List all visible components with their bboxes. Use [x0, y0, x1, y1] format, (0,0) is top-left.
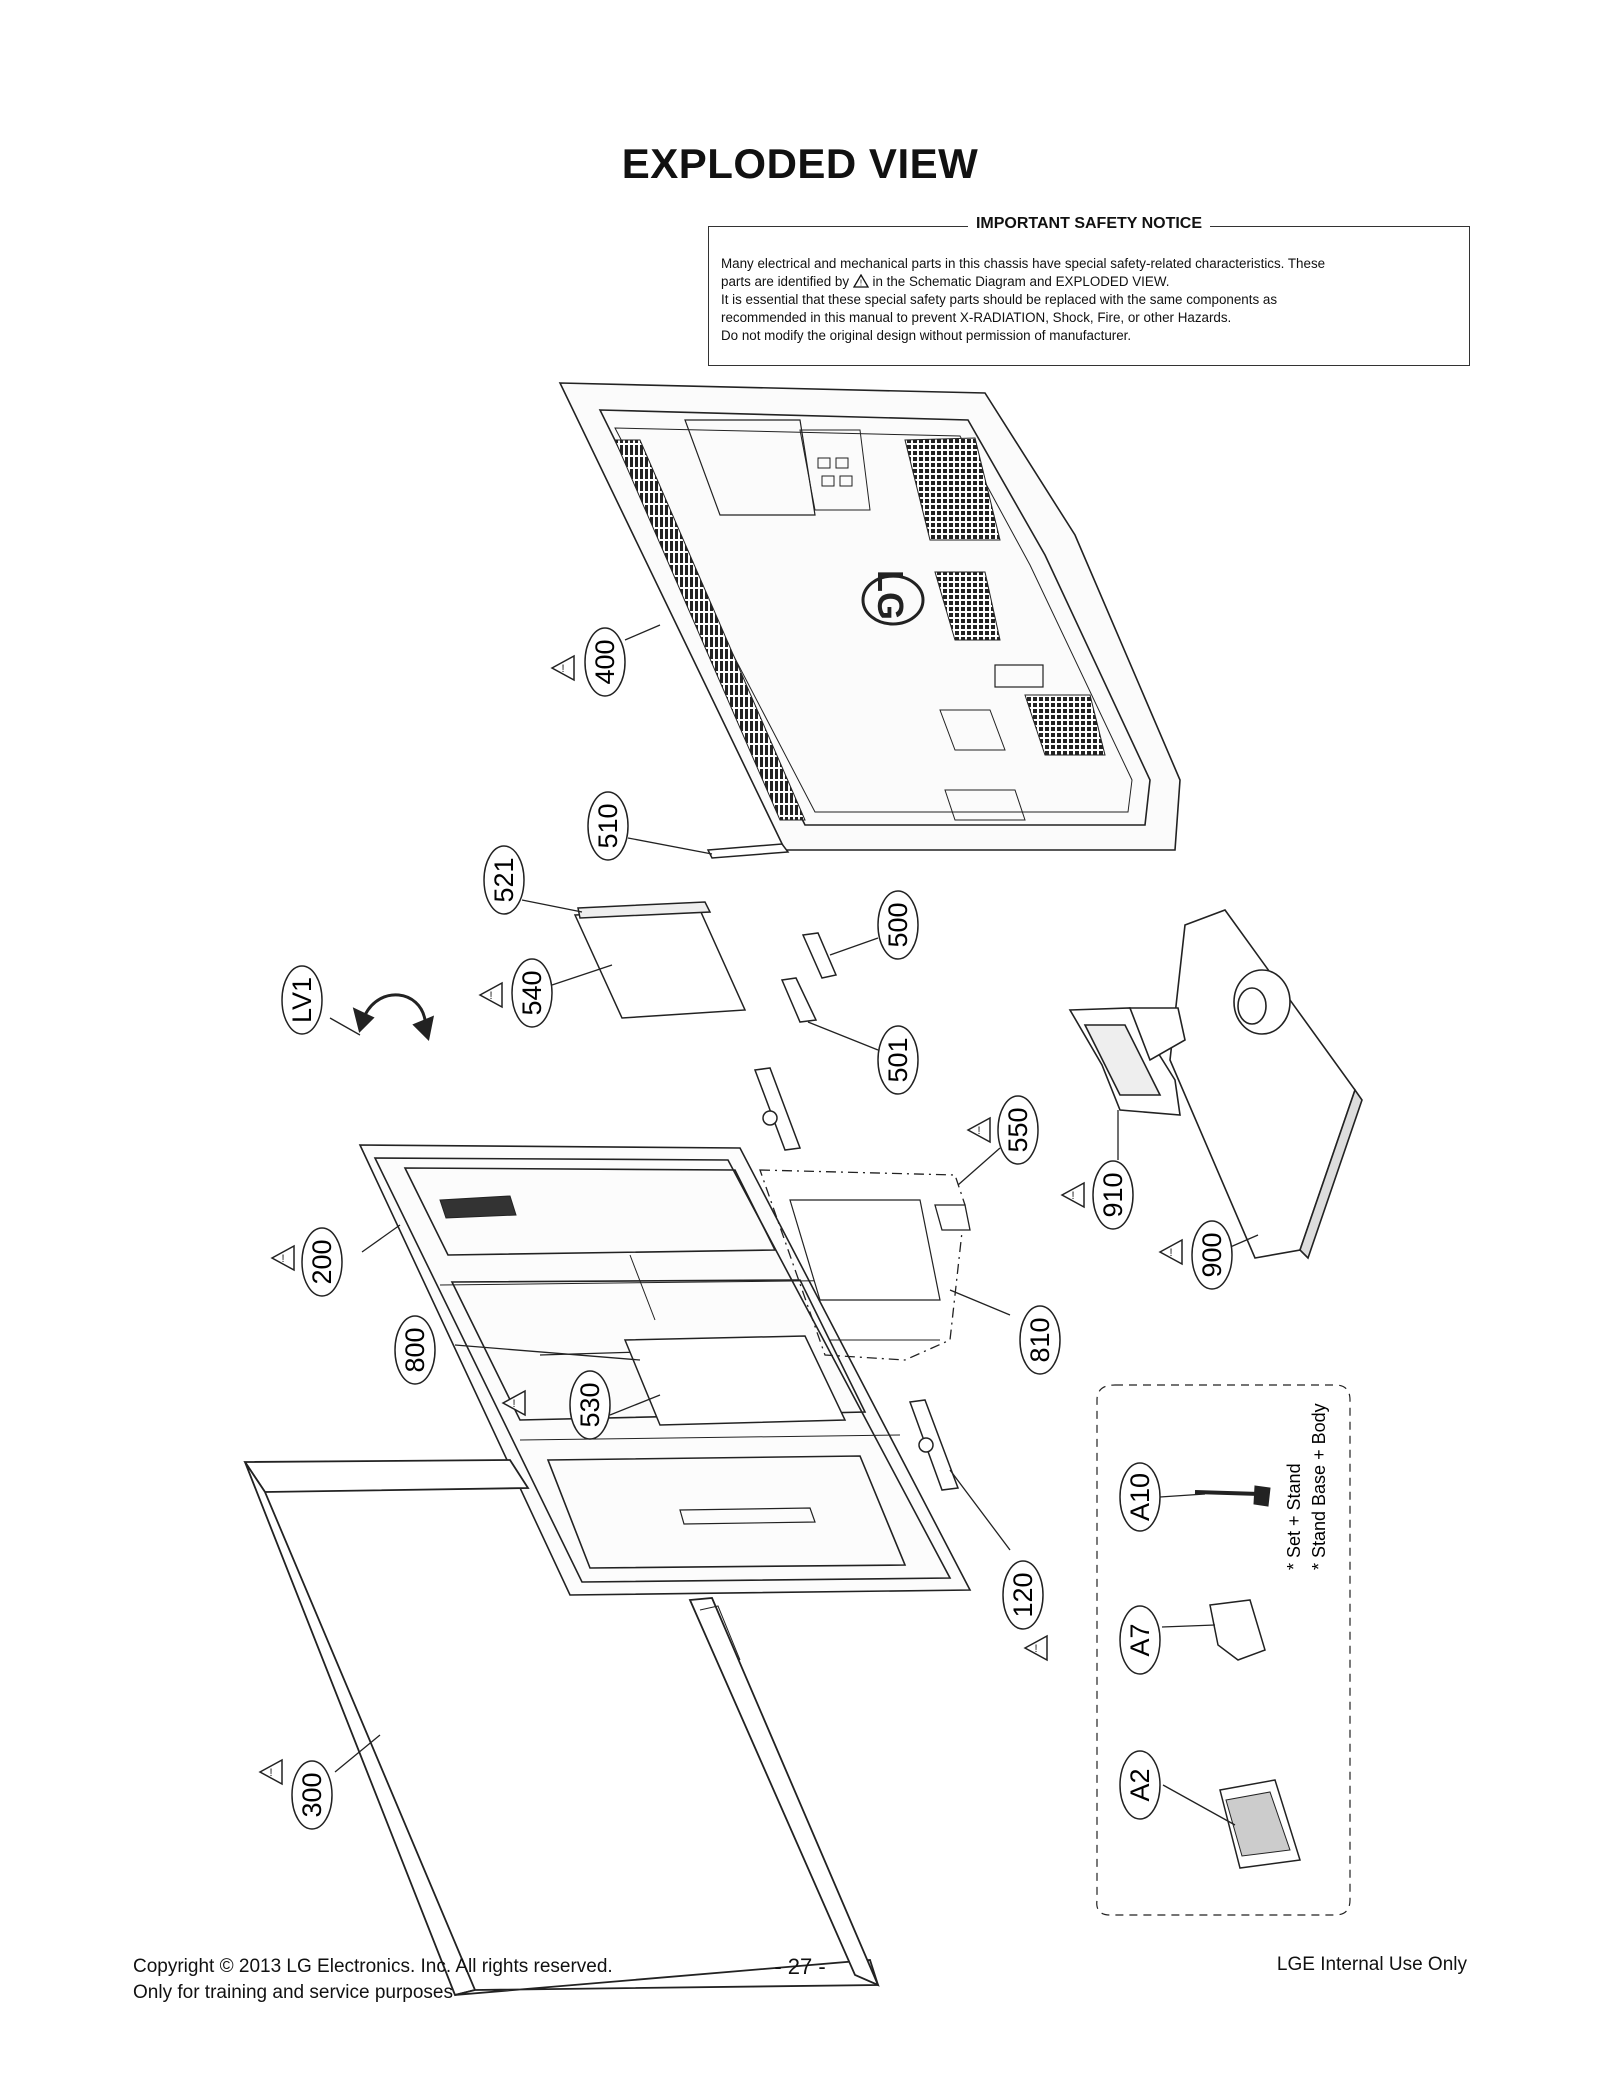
- part-501-board: [780, 977, 818, 1023]
- warning-triangle-icon: !: [1023, 1634, 1048, 1662]
- svg-text:550: 550: [1003, 1107, 1033, 1152]
- part-label-550: 550: [997, 1095, 1039, 1165]
- warning-triangle-icon: !: [1060, 1181, 1085, 1209]
- part-speaker-upper: [753, 1067, 802, 1151]
- leader-lines: [329, 624, 1259, 1826]
- svg-text:900: 900: [1197, 1232, 1227, 1277]
- notice-line-2: parts are identified by ! in the Schemat…: [721, 274, 1170, 289]
- part-lv1-cable: [352, 993, 435, 1042]
- svg-text:A2: A2: [1125, 1768, 1155, 1801]
- part-label-200: 200: [301, 1227, 343, 1297]
- notice-line-4: recommended in this manual to prevent X-…: [721, 310, 1232, 325]
- warning-triangle-icon: !: [270, 1244, 295, 1272]
- part-810-assembly: [759, 1169, 971, 1361]
- page-title: EXPLODED VIEW: [621, 140, 979, 187]
- warning-triangle-icon: !: [478, 981, 503, 1009]
- svg-text:200: 200: [307, 1239, 337, 1284]
- back-cover-400: LG: [558, 382, 1181, 851]
- warning-triangles: ! ! ! ! ! ! ! ! !: [258, 654, 1183, 1786]
- part-label-521: 521: [483, 845, 525, 915]
- svg-text:!: !: [269, 1767, 272, 1779]
- footer-internal: LGE Internal Use Only: [1276, 1954, 1467, 1975]
- svg-text:!: !: [860, 279, 862, 288]
- warning-triangle-icon: !: [1158, 1238, 1183, 1266]
- part-label-a2: A2: [1119, 1750, 1161, 1820]
- part-label-120: 120: [1002, 1560, 1044, 1630]
- part-540-main-board: [573, 901, 747, 1019]
- svg-text:!: !: [1071, 1190, 1074, 1202]
- part-label-530: 530: [569, 1370, 611, 1440]
- part-label-300: 300: [291, 1760, 333, 1830]
- part-labels: 400 510 521 500 540 LV1 501 550 910 900 …: [281, 627, 1233, 1830]
- logo-lg: LG: [870, 570, 911, 620]
- svg-text:800: 800: [400, 1327, 430, 1372]
- svg-text:!: !: [1034, 1643, 1037, 1655]
- part-530-board: [623, 1335, 847, 1426]
- warning-triangle-icon: !: [852, 274, 869, 288]
- part-label-910: 910: [1092, 1160, 1134, 1230]
- part-510-bracket: [706, 843, 790, 859]
- notice-line-1: Many electrical and mechanical parts in …: [721, 256, 1326, 271]
- warning-triangle-icon: !: [966, 1116, 991, 1144]
- part-label-a10: A10: [1119, 1462, 1161, 1532]
- svg-text:540: 540: [517, 970, 547, 1015]
- warning-triangle-icon: !: [258, 1758, 283, 1786]
- part-120-speaker: [908, 1399, 960, 1491]
- svg-text:!: !: [281, 1253, 284, 1265]
- svg-text:400: 400: [590, 639, 620, 684]
- svg-text:120: 120: [1008, 1572, 1038, 1617]
- footer-page-number: - 27 -: [774, 1954, 826, 1979]
- svg-text:!: !: [977, 1125, 980, 1137]
- warning-triangle-icon: !: [501, 1389, 526, 1417]
- svg-text:910: 910: [1098, 1172, 1128, 1217]
- svg-text:500: 500: [883, 902, 913, 947]
- svg-text:A10: A10: [1125, 1473, 1155, 1521]
- part-label-800: 800: [394, 1315, 436, 1385]
- svg-text:!: !: [561, 663, 564, 675]
- svg-text:!: !: [489, 990, 492, 1002]
- safety-notice-body: Many electrical and mechanical parts in …: [721, 255, 1457, 345]
- footer-copyright: Copyright © 2013 LG Electronics. Inc. Al…: [133, 1956, 613, 2003]
- part-label-400: 400: [584, 627, 626, 697]
- note-stand-base-body: * Stand Base + Body: [1309, 1403, 1329, 1570]
- svg-text:521: 521: [489, 857, 519, 902]
- notice-line-5: Do not modify the original design withou…: [721, 328, 1132, 343]
- part-500-board: [801, 932, 838, 979]
- svg-text:501: 501: [883, 1037, 913, 1082]
- part-910-stand-body: [1068, 1007, 1186, 1116]
- safety-notice: IMPORTANT SAFETY NOTICE Many electrical …: [708, 215, 1470, 366]
- svg-text:510: 510: [593, 803, 623, 848]
- part-label-540: 540: [511, 958, 553, 1028]
- warning-triangle-icon: !: [550, 654, 575, 682]
- svg-text:300: 300: [297, 1772, 327, 1817]
- part-label-500: 500: [877, 890, 919, 960]
- svg-text:530: 530: [575, 1382, 605, 1427]
- svg-text:!: !: [1169, 1247, 1172, 1259]
- note-set-stand: * Set + Stand: [1284, 1463, 1304, 1570]
- part-label-510: 510: [587, 791, 629, 861]
- accessories-box: [1096, 1384, 1351, 1916]
- part-label-810: 810: [1019, 1305, 1061, 1375]
- svg-text:A7: A7: [1125, 1623, 1155, 1656]
- part-300-front-cabinet: [243, 1459, 880, 1997]
- notice-line-3: It is essential that these special safet…: [721, 292, 1278, 307]
- part-label-a7: A7: [1119, 1605, 1161, 1675]
- svg-text:!: !: [512, 1398, 515, 1410]
- part-label-900: 900: [1191, 1220, 1233, 1290]
- safety-notice-heading: IMPORTANT SAFETY NOTICE: [709, 215, 1469, 233]
- svg-text:810: 810: [1025, 1317, 1055, 1362]
- part-label-501: 501: [877, 1025, 919, 1095]
- part-900-stand-base: [1169, 909, 1363, 1260]
- svg-text:LV1: LV1: [287, 977, 317, 1023]
- part-label-lv1: LV1: [281, 965, 323, 1035]
